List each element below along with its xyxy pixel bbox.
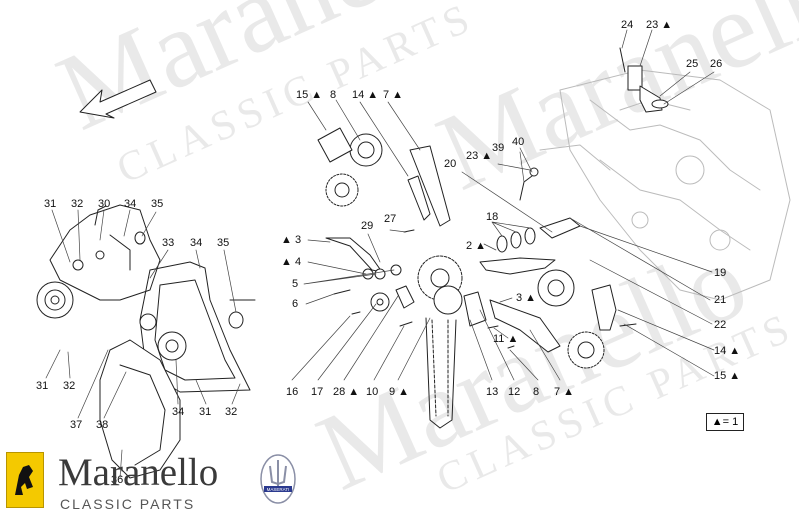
callout-label: 30 [98,198,111,210]
callout-label: 32 [71,198,84,210]
callout-label: 14 ▲ [352,89,379,101]
callout-label: 29 [361,220,374,232]
callout-label: 9 ▲ [389,386,410,398]
ferrari-shield-icon [6,452,44,508]
callout-label: 31 [36,380,49,392]
callout-label: 33 [162,237,175,249]
callout-label: 32 [63,380,76,392]
callout-label: 24 [621,19,634,31]
o-ring [134,231,146,245]
chain-guide-right [479,257,556,275]
callout-label: 3 ▲ [516,292,537,304]
callout-label: 31 [199,406,212,418]
callout-label: 16 [286,386,299,398]
tensioner-pulley [157,331,187,361]
callout-label: 27 [384,213,397,225]
engine-block [539,69,791,301]
callout-label: 13 [486,386,499,398]
callout-label: 6 [292,298,299,310]
callout-label: 7 ▲ [383,89,404,101]
o-ring [228,311,244,329]
washer [370,292,390,312]
callout-label: 15 ▲ [714,370,741,382]
brand-logo: Maranello CLASSIC PARTS MASERATI [6,451,306,514]
bolt-23 [519,175,533,201]
callout-label: 36 [111,474,124,486]
callout-label: 34 [172,406,185,418]
callout-label: 31 [44,198,57,210]
callout-label: 34 [124,198,137,210]
callout-label: 11 ▲ [493,333,519,345]
maserati-badge-text: MASERATI [267,487,290,492]
maserati-trident-icon: MASERATI [258,452,298,506]
callout-label: 21 [714,294,727,306]
callout-label: 34 [190,237,203,249]
callout-label: 8 [533,386,540,398]
callout-label: 35 [151,198,164,210]
callout-label: 5 [292,278,299,290]
callout-label: 14 ▲ [714,345,741,357]
callout-label: 35 [217,237,230,249]
legend-box: ▲= 1 [706,413,744,431]
callout-label: 23 ▲ [466,150,493,162]
callout-label: 7 ▲ [554,386,575,398]
callout-label: 2 ▲ [466,240,487,252]
chain-tensioner-13 [463,291,487,327]
callout-label: 28 ▲ [333,386,360,398]
callout-label: 17 [311,386,324,398]
callout-label: 25 [686,58,699,70]
callout-label: 19 [714,267,727,279]
cam-sprocket-left [317,127,383,207]
callout-label: 12 [508,386,521,398]
brand-title: Maranello [58,451,219,494]
callout-label: 20 [444,158,457,170]
idler-pulley [139,313,157,331]
tensioner-top [619,47,669,113]
lower-cover [99,339,181,479]
callout-label: 32 [225,406,238,418]
timing-cover-left [36,204,161,319]
callout-label: 37 [70,419,83,431]
callout-label: 22 [714,319,727,331]
direction-arrow-icon [79,79,157,119]
callout-label: 40 [512,136,525,148]
brand-subtitle: CLASSIC PARTS [60,496,196,512]
chain-guide-3-right [489,299,561,353]
callout-label: 23 ▲ [646,19,673,31]
spring-18 [496,227,536,253]
callout-label: 39 [492,142,505,154]
chain-strip [407,175,431,221]
callout-label: ▲ 4 [281,256,302,268]
crank-sprocket [417,255,463,315]
callout-label: 8 [330,89,337,101]
callout-label: 26 [710,58,723,70]
callout-label: 10 [366,386,379,398]
oil-pump-chain [425,317,457,429]
callout-label: 18 [486,211,499,223]
cam-sprocket-right [537,269,617,369]
callout-label: 38 [96,419,109,431]
chain-guide-3 [325,237,383,273]
callout-label: ▲ 3 [281,234,302,246]
callout-label: 15 ▲ [296,89,323,101]
chain-guide-7 [409,145,451,227]
